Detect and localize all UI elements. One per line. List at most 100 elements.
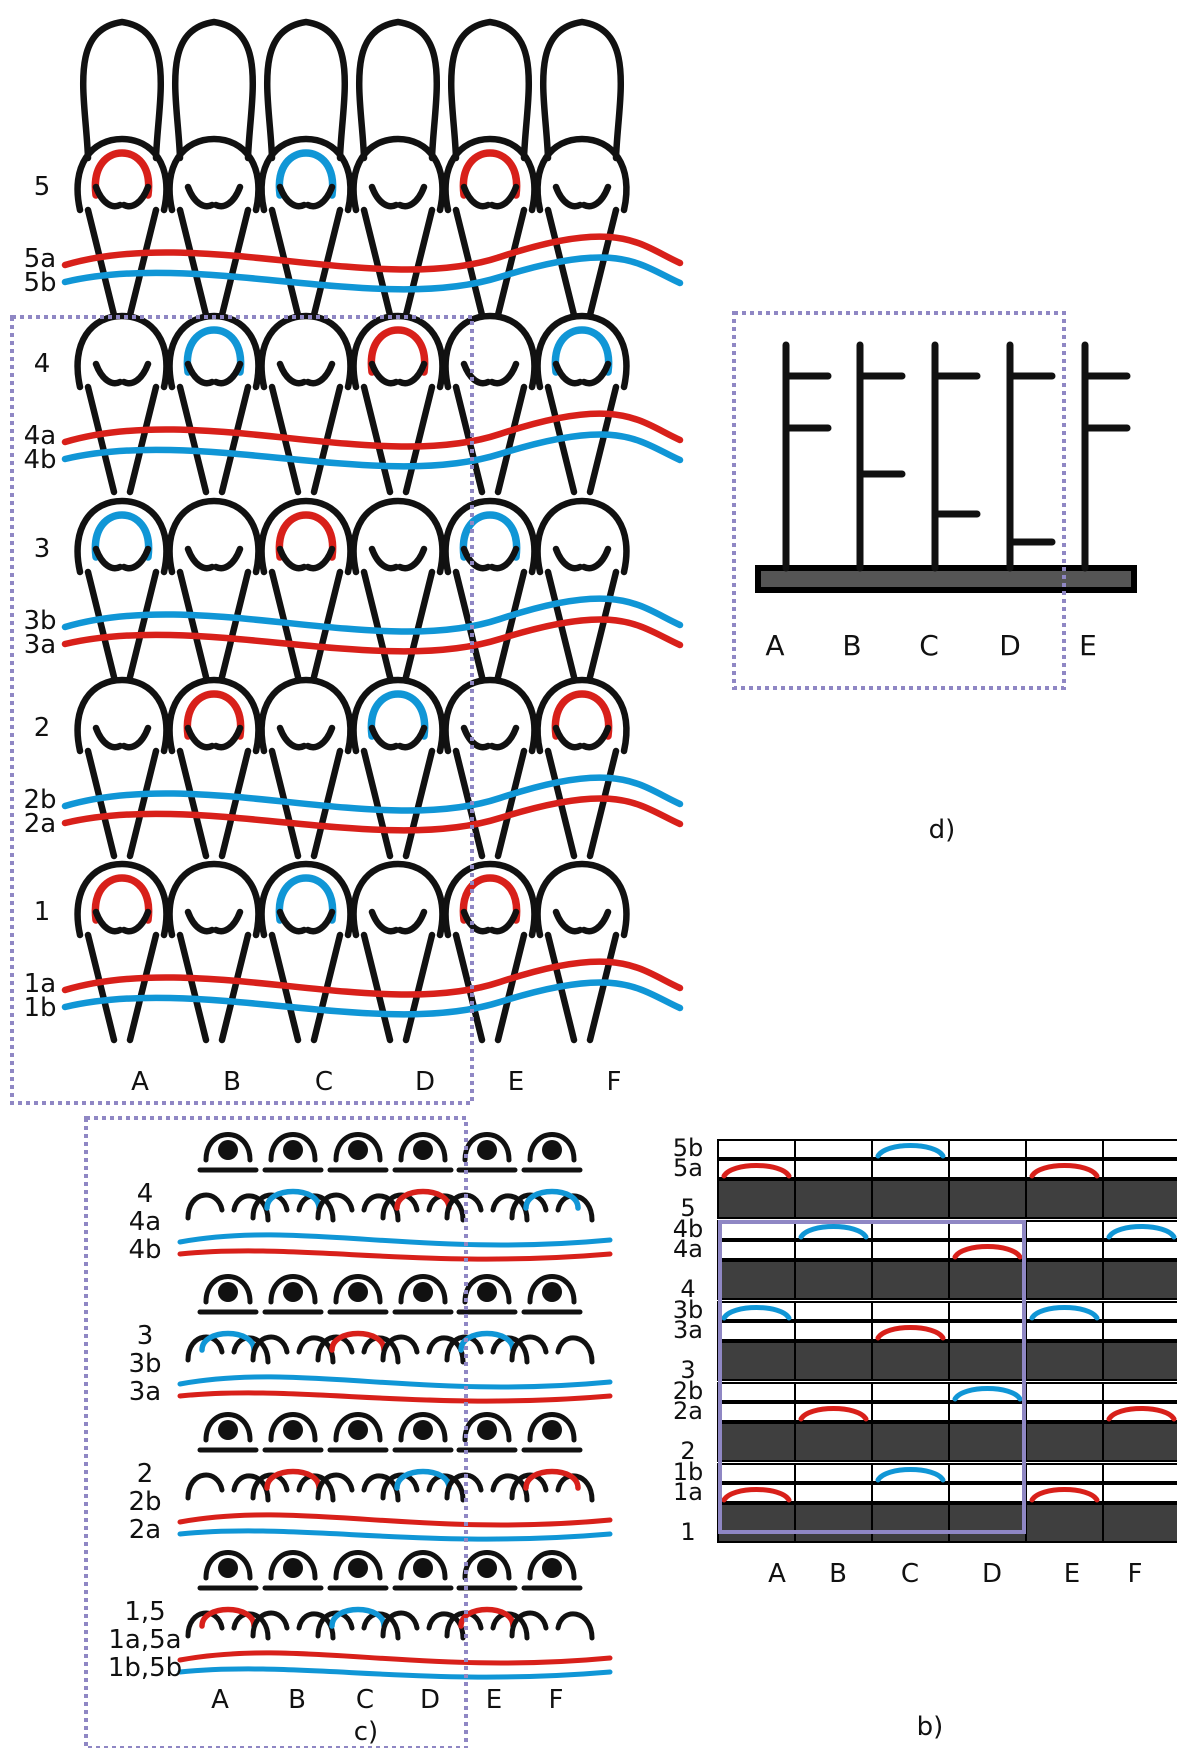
knit-loop [350,497,446,576]
needle-hook [462,1132,512,1163]
loop-hook [555,1473,595,1503]
needle-head [413,1420,433,1440]
stitch-leg [586,747,620,860]
inlay-cell [794,1301,873,1321]
stitch-leg [126,747,160,860]
loop-hook [555,1611,595,1641]
sinker-loop [212,724,244,751]
knit-loop [74,676,170,755]
grid-row-label: 4b [673,1215,704,1243]
sinker-loop [276,360,308,387]
column-label-F: F [1128,1559,1143,1589]
stitch-cell [871,1260,950,1300]
inlay-cell [717,1382,796,1402]
loop-hook [361,1335,401,1365]
loop-hook [250,1192,290,1221]
column-label-D: D [982,1559,1002,1589]
inlay-cell [871,1402,950,1422]
stitch-cell [717,1341,796,1381]
sinker-loop [120,360,152,387]
inlay-cell [1102,1463,1177,1483]
sinker-loop [460,908,492,935]
inlay-cell [948,1139,1027,1159]
stitch-cell [871,1341,950,1381]
loop-hook [250,1472,290,1501]
needle-hook [462,1550,512,1581]
inlay-label: 2a [24,809,56,839]
stitch-cell [948,1503,1027,1543]
sinker-loop [304,360,336,387]
needle-head [218,1420,238,1440]
sinker-loop [120,545,152,572]
stitch-cell [871,1179,950,1219]
inlay-cell [1102,1321,1177,1341]
inlay-mark [721,1305,792,1321]
group-label: 4 [137,1179,154,1209]
needle-head [348,1282,368,1302]
group-label: 3 [137,1321,154,1351]
loop-hook [250,1334,290,1363]
inlay-mark [1106,1224,1177,1240]
sinker-loop [552,545,584,572]
stitch-leg [494,747,528,860]
inlay-cell [1025,1463,1104,1483]
stitch-leg [176,931,210,1044]
loop-hook [296,1193,336,1223]
column-label-B: B [288,1685,306,1715]
group-label: 3a [129,1377,161,1407]
inlay-cell [717,1321,796,1341]
column-label-B: B [842,629,861,662]
stitch-cell [1025,1260,1104,1300]
inlay-cell [1025,1220,1104,1240]
knit-loop [258,312,354,391]
stitch-leg [176,747,210,860]
stitch-cell [794,1422,873,1462]
sinker-loop [396,183,428,210]
inlay-yarn [61,958,684,998]
knit-loop [166,860,262,939]
inlay-yarn [177,1650,613,1666]
knit-loop [74,497,170,576]
inlay-yarn [177,1528,613,1542]
inlay-cell [717,1240,796,1260]
column-label-C: C [356,1685,374,1715]
inlay-mark [721,1487,792,1503]
knit-loop [258,497,354,576]
loop-hook [426,1473,466,1503]
knit-loop [166,676,262,755]
knit-loop [350,860,446,939]
loop-hook [250,1610,290,1639]
loop-hook [315,1192,355,1221]
stitch-leg [84,206,118,319]
inlay-label: 5b [23,268,56,298]
inlay-cell [1102,1139,1177,1159]
needle-head [283,1420,303,1440]
knit-loop [258,676,354,755]
sinker-loop [212,908,244,935]
loop-hook [426,1611,466,1641]
sinker-loop [212,183,244,210]
knit-loop [442,135,538,214]
inlay-label: 4b [23,445,56,475]
inlay-cell [1102,1402,1177,1422]
inlay-cell [948,1463,1027,1483]
loop-hook [185,1334,225,1363]
stitch-cell [1102,1422,1177,1462]
inlay-hook [458,1606,516,1629]
inlay-hook [264,1468,322,1491]
inlay-yarn [61,774,684,814]
loop-hook [185,1610,225,1639]
sinker-loop [460,724,492,751]
stitch-cell [1025,1422,1104,1462]
needle-hook [203,1550,253,1581]
inlay-cell [1102,1240,1177,1260]
inlay-loop [91,511,153,561]
stitch-leg [402,747,436,860]
sinker-loop [488,183,520,210]
inlay-label: 1a [24,969,56,999]
knit-loop [74,312,170,391]
stitch-leg [402,931,436,1044]
